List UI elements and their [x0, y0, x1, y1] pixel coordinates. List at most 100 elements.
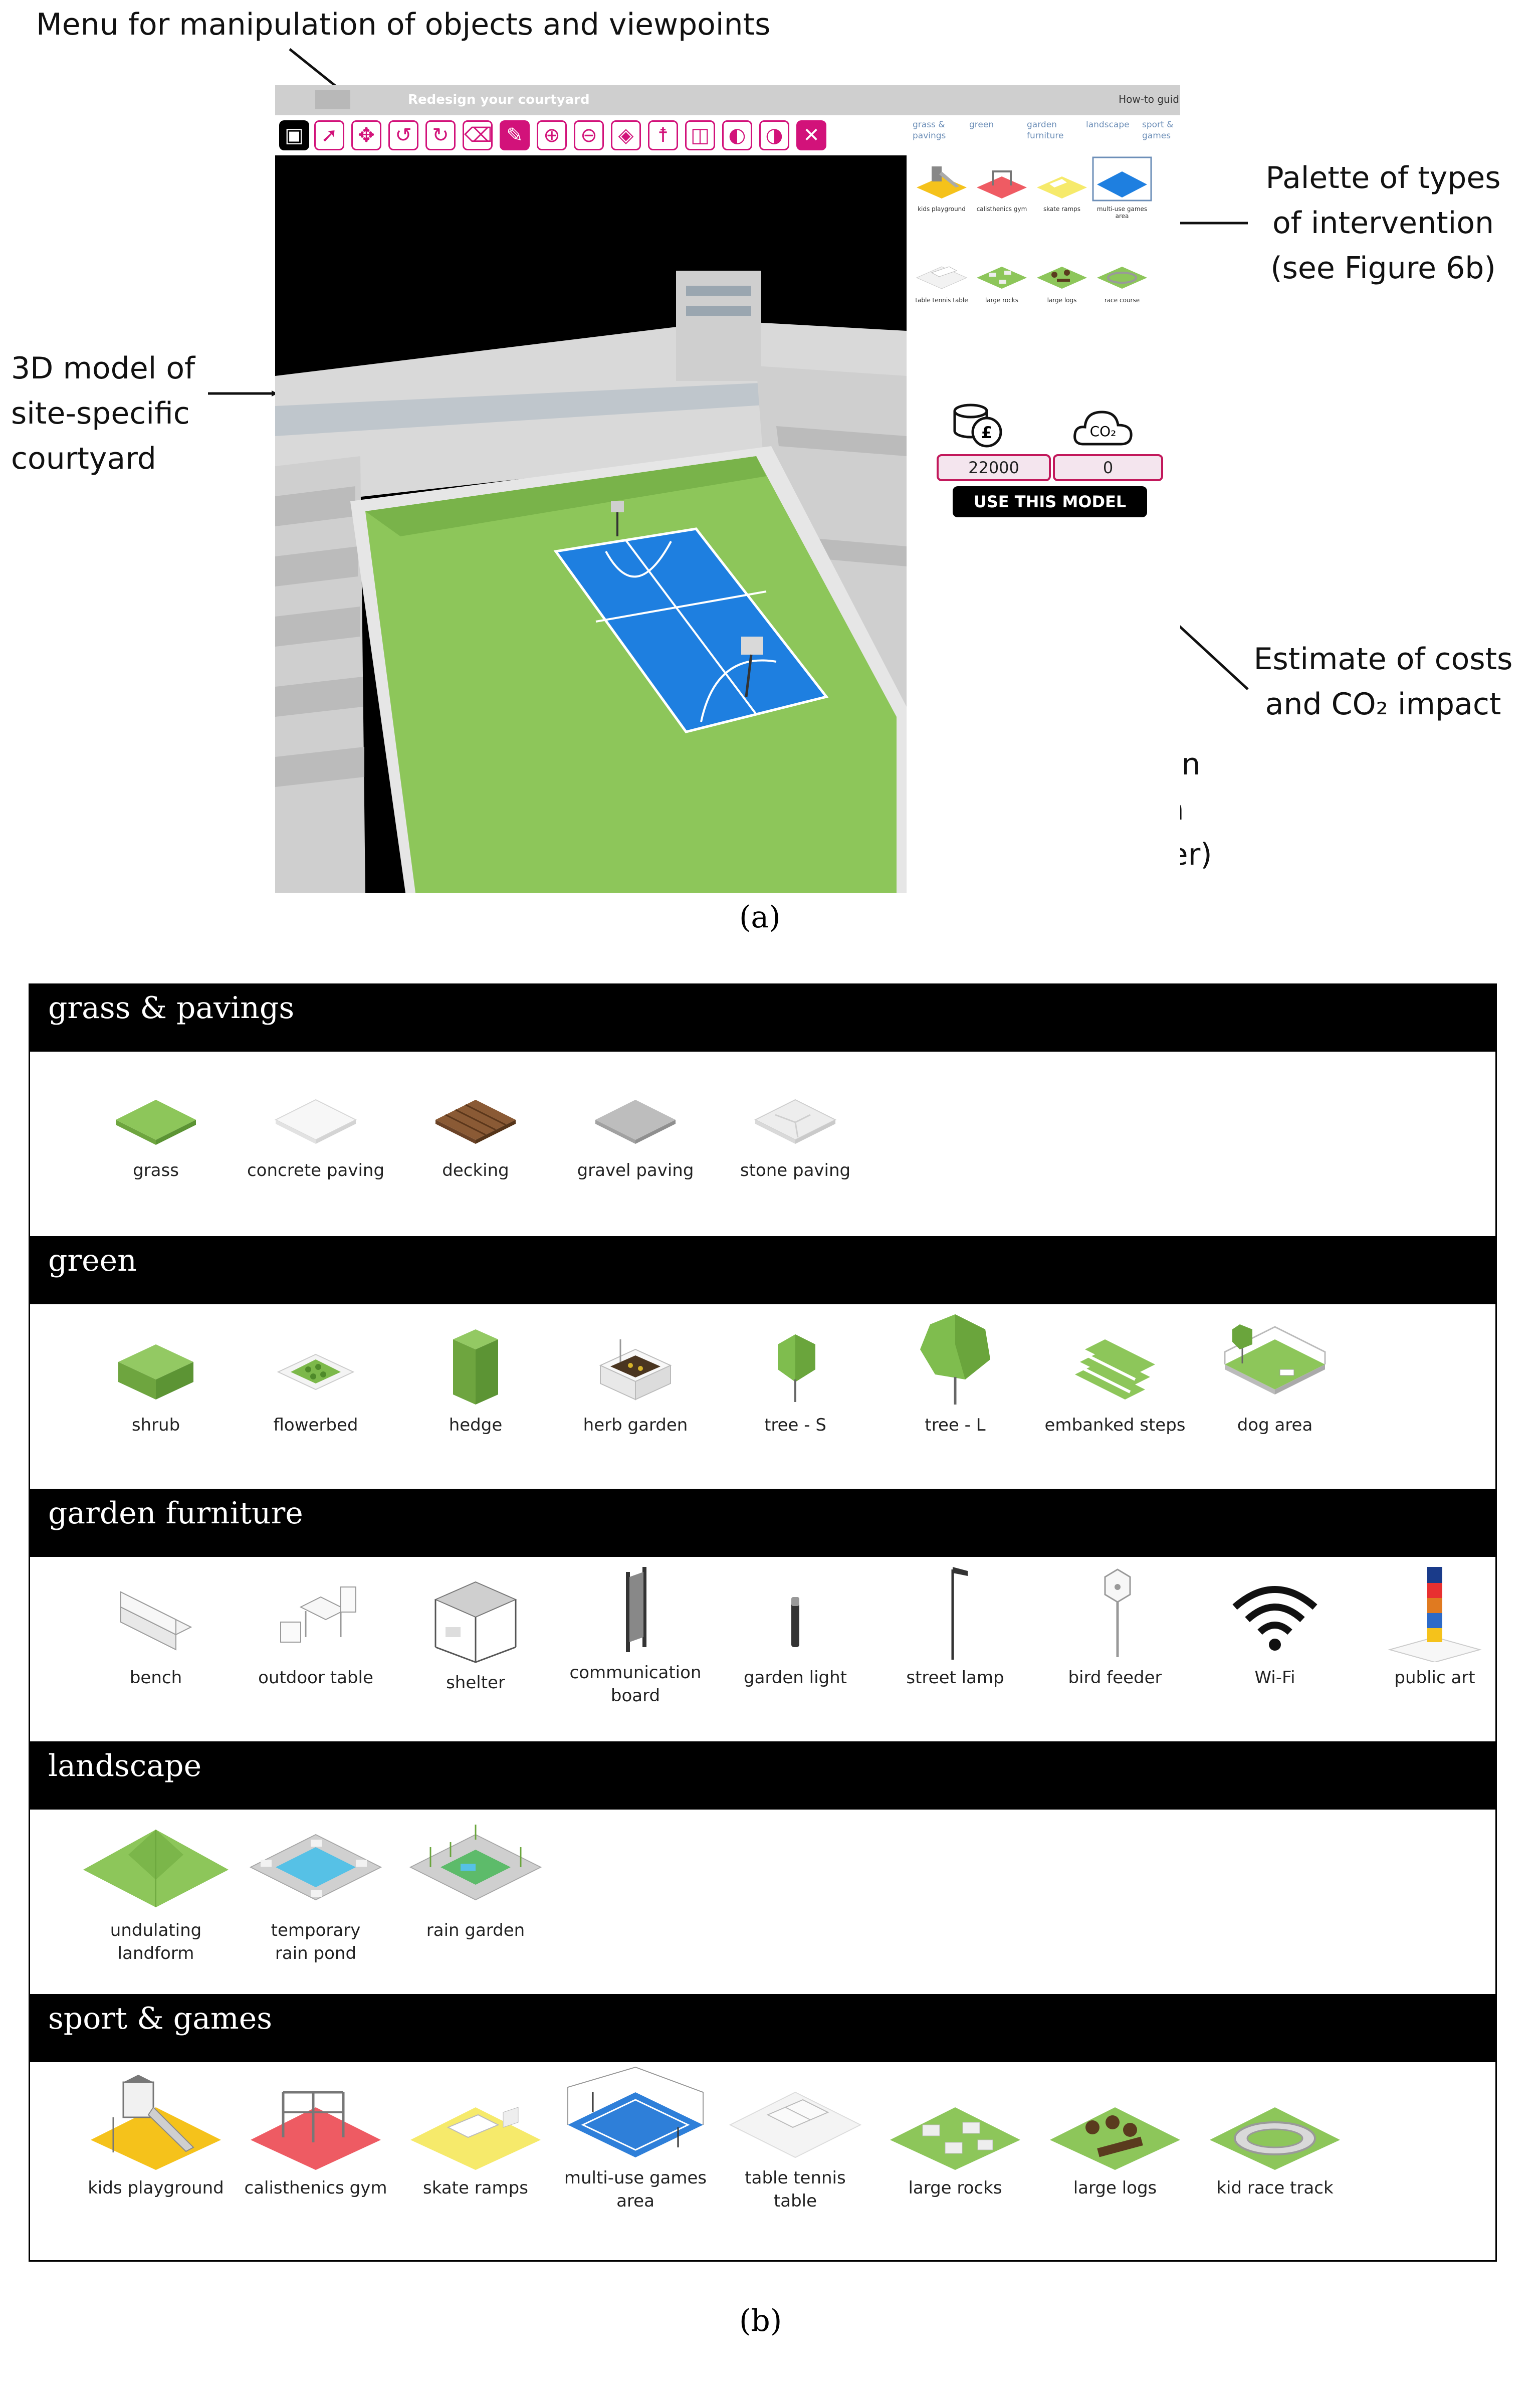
figure-label-a: (a)	[739, 900, 781, 935]
item-table-tennis-table[interactable]: table tennis table	[718, 2062, 873, 2213]
item-street-lamp[interactable]: street lamp	[877, 1562, 1033, 1689]
item-grass[interactable]: grass	[78, 1085, 234, 1182]
item-large-rocks[interactable]: large rocks	[877, 2072, 1033, 2200]
rotate-left-icon[interactable]: ↺	[388, 120, 418, 150]
coins-pound-icon: £	[953, 404, 1002, 448]
wifi-icon[interactable]: Wi-Fi	[1197, 1572, 1353, 1689]
app-screenshot: Redesign your courtyard How-to guid ▣ ➚ …	[275, 85, 1180, 893]
co2-value-field: 0	[1053, 454, 1163, 481]
co2-cloud-icon: CO₂	[1073, 411, 1133, 446]
close-icon[interactable]: ✕	[796, 120, 826, 150]
camera-left-icon[interactable]: ◐	[722, 120, 752, 150]
palette-thumb-multi-use-games-area[interactable]	[1092, 156, 1152, 202]
palette-tab-garden-furniture[interactable]: garden furniture	[1027, 120, 1064, 141]
category-title: grass & pavings	[48, 990, 295, 1026]
item-bench[interactable]: bench	[78, 1572, 234, 1689]
item-decking[interactable]: decking	[398, 1085, 553, 1182]
category-title: green	[48, 1243, 137, 1278]
palette-thumb-skate-ramps[interactable]	[1032, 156, 1092, 202]
palette-label-table-tennis: table tennis table	[915, 297, 968, 304]
palette-label-calisthenics-gym: calisthenics gym	[976, 206, 1027, 213]
item-skate-ramps[interactable]: skate ramps	[398, 2072, 553, 2200]
category-body-green: shrub flowerbed hedge herb garden tree -…	[30, 1304, 1495, 1490]
item-tree-s[interactable]: tree - S	[718, 1319, 873, 1437]
split-view-icon[interactable]: ◫	[685, 120, 715, 150]
item-kids-playground[interactable]: kids playground	[78, 2072, 234, 2200]
item-embanked-steps[interactable]: embanked steps	[1037, 1319, 1193, 1437]
svg-text:CO₂: CO₂	[1090, 423, 1117, 440]
item-large-logs[interactable]: large logs	[1037, 2072, 1193, 2200]
palette-label-large-logs: large logs	[1047, 297, 1077, 304]
category-title: garden furniture	[48, 1496, 303, 1531]
palette-tab-green[interactable]: green	[969, 120, 994, 130]
zoom-in-icon[interactable]: ⊕	[537, 120, 567, 150]
item-communication-board[interactable]: communication board	[558, 1562, 713, 1707]
item-bird-feeder[interactable]: bird feeder	[1037, 1562, 1193, 1689]
item-shelter[interactable]: shelter	[398, 1572, 553, 1694]
help-link[interactable]: How-to guid	[1119, 93, 1179, 105]
svg-text:£: £	[981, 423, 992, 442]
item-multi-use-games-area[interactable]: multi-use games area	[558, 2062, 713, 2213]
category-title: landscape	[48, 1748, 202, 1783]
item-dog-area[interactable]: dog area	[1197, 1309, 1353, 1437]
item-concrete-paving[interactable]: concrete paving	[238, 1085, 393, 1182]
palette-thumb-calisthenics-gym[interactable]	[972, 156, 1032, 202]
item-herb-garden[interactable]: herb garden	[558, 1319, 713, 1437]
category-bar-landscape: landscape	[30, 1743, 1495, 1810]
item-undulating-landform[interactable]: undulating landform	[78, 1820, 234, 1965]
item-outdoor-table[interactable]: outdoor table	[238, 1572, 393, 1689]
palette-tab-landscape[interactable]: landscape	[1086, 120, 1130, 130]
annotation-palette: Palette of types of intervention (see Fi…	[1265, 160, 1501, 286]
palette-thumb-table-tennis[interactable]	[912, 247, 972, 292]
app-title-bar: Redesign your courtyard How-to guid	[275, 85, 1180, 115]
palette-thumb-kids-playground[interactable]	[912, 156, 972, 202]
palette-tab-sport-games[interactable]: sport & games	[1142, 120, 1174, 141]
category-body-grass-pavings: grass concrete paving decking gravel pav…	[30, 1052, 1495, 1238]
category-title: sport & games	[48, 2001, 273, 2036]
category-body-garden-furniture: bench outdoor table shelter communicatio…	[30, 1557, 1495, 1743]
app-logo	[315, 90, 350, 109]
item-garden-light[interactable]: garden light	[718, 1572, 873, 1689]
app-title: Redesign your courtyard	[408, 92, 590, 107]
category-bar-garden-furniture: garden furniture	[30, 1490, 1495, 1557]
manipulation-toolbar: ▣ ➚ ✥ ↺ ↻ ⌫ ✎ ⊕ ⊖ ◈ ☨ ◫ ◐ ◑ ✕	[275, 115, 907, 155]
move-icon[interactable]: ✥	[351, 120, 381, 150]
category-body-sport-games: kids playground calisthenics gym skate r…	[30, 2062, 1495, 2260]
use-this-model-button[interactable]: USE THIS MODEL	[953, 486, 1147, 517]
walk-icon[interactable]: ☨	[648, 120, 678, 150]
annotation-menu: Menu for manipulation of objects and vie…	[36, 7, 771, 42]
paint-icon[interactable]: ✎	[500, 120, 530, 150]
cost-estimate-panel: £ CO₂ 22000 0 USE THIS MODEL	[907, 336, 1180, 893]
view-3d-icon[interactable]: ◈	[611, 120, 641, 150]
rotate-right-icon[interactable]: ↻	[425, 120, 456, 150]
item-rain-garden[interactable]: rain garden	[398, 1820, 553, 1942]
eraser-icon[interactable]: ⌫	[463, 120, 493, 150]
cost-value-field: 22000	[937, 454, 1051, 481]
item-kid-race-track[interactable]: kid race track	[1197, 2072, 1353, 2200]
item-stone-paving[interactable]: stone paving	[718, 1085, 873, 1182]
category-body-landscape: undulating landform temporary rain pond …	[30, 1810, 1495, 1996]
annotation-3d-model: 3D model of site-specific courtyard	[11, 351, 195, 476]
save-icon[interactable]: ▣	[279, 120, 309, 150]
palette-label-large-rocks: large rocks	[985, 297, 1019, 304]
item-hedge[interactable]: hedge	[398, 1319, 553, 1437]
select-icon[interactable]: ➚	[314, 120, 344, 150]
annotation-estimate: Estimate of costs and CO₂ impact	[1253, 642, 1513, 722]
palette-thumb-large-logs[interactable]	[1032, 247, 1092, 292]
camera-right-icon[interactable]: ◑	[759, 120, 789, 150]
zoom-out-icon[interactable]: ⊖	[574, 120, 604, 150]
item-calisthenics-gym[interactable]: calisthenics gym	[238, 2072, 393, 2200]
palette-thumb-race-course[interactable]	[1092, 247, 1152, 292]
item-flowerbed[interactable]: flowerbed	[238, 1319, 393, 1437]
courtyard-3d-view[interactable]	[275, 155, 907, 893]
figure-label-b: (b)	[739, 2303, 782, 2338]
item-gravel-paving[interactable]: gravel paving	[558, 1085, 713, 1182]
item-shrub[interactable]: shrub	[78, 1319, 234, 1437]
item-public-art[interactable]: public art	[1357, 1562, 1512, 1689]
palette-label-kids-playground: kids playground	[918, 206, 966, 213]
palette-tab-grass-pavings[interactable]: grass & pavings	[913, 120, 946, 141]
item-temporary-rain-pond[interactable]: temporary rain pond	[238, 1820, 393, 1965]
item-tree-l[interactable]: tree - L	[877, 1309, 1033, 1437]
palette-thumb-large-rocks[interactable]	[972, 247, 1032, 292]
palette-label-multi-use-games-area: multi-use games area	[1096, 206, 1148, 220]
